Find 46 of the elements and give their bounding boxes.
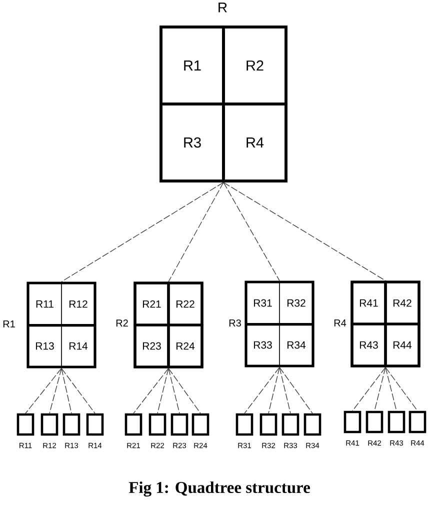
connector-line <box>385 366 397 412</box>
grid-cell: R34 <box>279 324 314 366</box>
grid-cell: R3 <box>160 102 225 182</box>
connector-line <box>223 182 386 282</box>
grid-cell: R13 <box>28 324 62 368</box>
node-label: R2 <box>116 320 128 326</box>
connector-line <box>385 366 418 412</box>
connector-line <box>168 368 201 414</box>
connector-line <box>168 182 224 282</box>
grid-cell: R42 <box>384 280 420 326</box>
connector-line <box>279 366 291 414</box>
connector-line <box>268 366 280 414</box>
grid-cell: R14 <box>61 324 96 368</box>
node-label: R <box>218 2 227 12</box>
connector-line <box>223 182 280 282</box>
grid-cell: R33 <box>246 324 280 366</box>
connector-line <box>279 366 313 414</box>
grid-cell: R12 <box>61 282 96 327</box>
grid-cell: R41 <box>350 280 387 326</box>
connector-line <box>244 366 280 414</box>
grid-cell: R31 <box>246 282 280 326</box>
grid-cell: R11 <box>28 282 62 327</box>
grid-cell: R23 <box>134 324 170 368</box>
caption: Fig 1: Quadtree structure <box>128 481 310 497</box>
node-label: R4 <box>334 320 346 326</box>
connector-line <box>157 368 169 414</box>
grid-cell: R24 <box>167 324 204 368</box>
connector-line <box>133 368 169 414</box>
grid-cell: R43 <box>350 322 387 368</box>
connector-line <box>49 368 62 414</box>
connector-line <box>374 366 386 412</box>
connector-line <box>168 368 180 414</box>
grid-cell: R32 <box>279 282 314 326</box>
connector-line <box>61 368 96 414</box>
grid-cell: R21 <box>134 282 170 326</box>
grid-cell: R4 <box>222 102 288 182</box>
grid-cell: R1 <box>160 26 225 106</box>
connector-line <box>352 366 386 412</box>
node-label: R1 <box>3 320 15 328</box>
connector-line <box>25 368 62 414</box>
grid-cell: R44 <box>384 322 420 368</box>
grid-cell: R22 <box>167 282 204 326</box>
connector-line <box>61 368 72 414</box>
grid-cell: R2 <box>222 26 288 106</box>
node-label: R3 <box>229 319 241 327</box>
connector-line <box>61 182 224 282</box>
